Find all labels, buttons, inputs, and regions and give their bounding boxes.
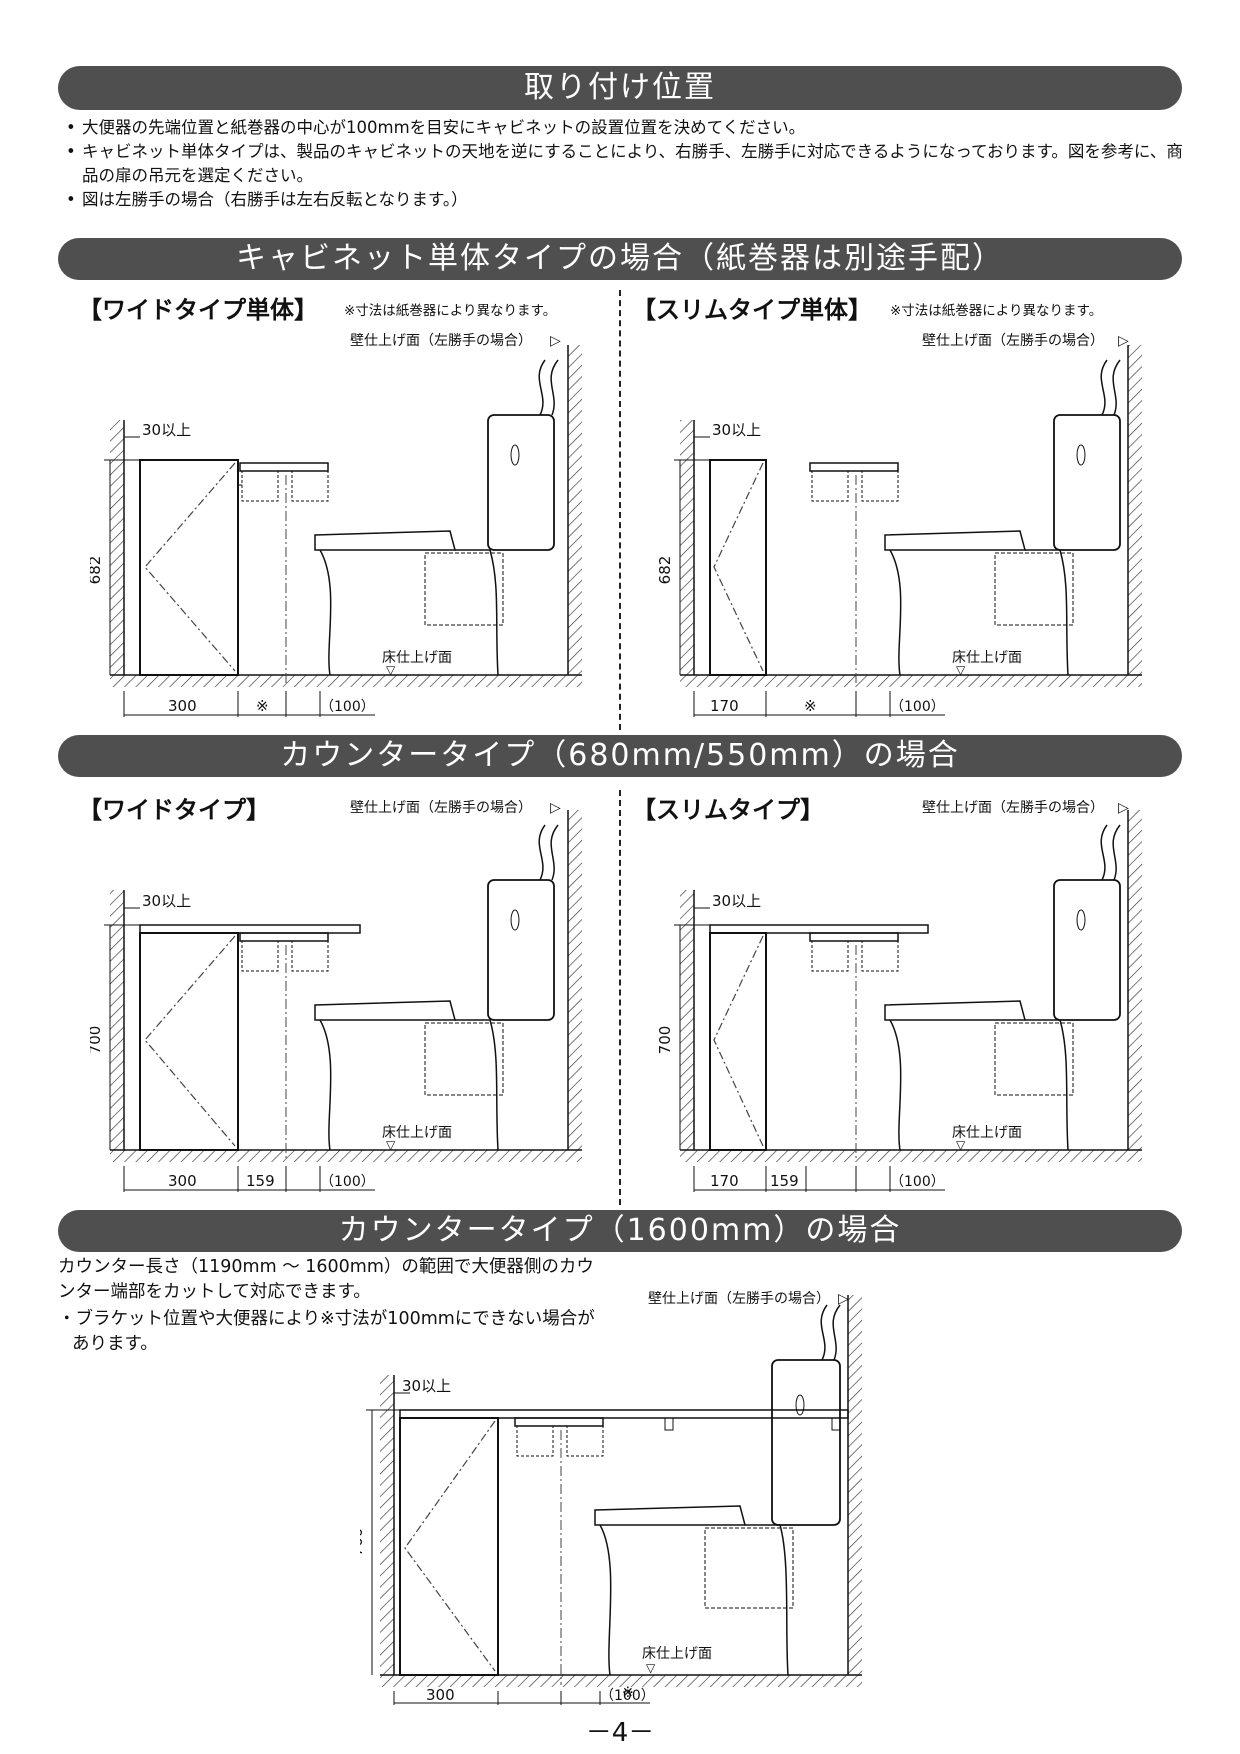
- svg-text:▷: ▷: [838, 1291, 849, 1307]
- svg-text:▽: ▽: [646, 1661, 656, 1675]
- wall-label: 壁仕上げ面（左勝手の場合）: [648, 1291, 830, 1307]
- width-159: 159: [770, 1172, 799, 1190]
- height-682: 682: [656, 556, 674, 585]
- svg-text:▷: ▷: [1118, 800, 1129, 816]
- clearance-text: 30以上: [712, 892, 761, 910]
- floor-hatch: [110, 675, 582, 687]
- diagram-slim-counter: 30以上 700 壁仕上げ面（左勝手の場合） ▷ 床仕上げ面 ▽ 170 159…: [656, 800, 1142, 1192]
- width-300: 300: [168, 1172, 197, 1190]
- page-title: 取り付け位置: [524, 70, 716, 105]
- dim-100: （100）: [890, 699, 945, 715]
- wall-label: 壁仕上げ面（左勝手の場合）: [922, 800, 1104, 816]
- section2-bar: カウンタータイプ（680mm/550mm）の場合: [58, 735, 1182, 777]
- wall-label: 壁仕上げ面（左勝手の場合）: [350, 333, 532, 349]
- diagram-wide-counter: 30以上 700 壁仕上げ面（左勝手の場合） ▷ 床仕上げ面 ▽ 300 159…: [90, 800, 582, 1192]
- height-682: 682: [90, 556, 104, 585]
- wide-single-note: ※寸法は紙巻器により異なります。: [344, 303, 557, 319]
- width-159: 159: [246, 1172, 275, 1190]
- dim-100: （100）: [890, 1174, 945, 1190]
- section3-desc: カウンター長さ（1190mm ～ 1600mm）の範囲で大便器側のカウンター端部…: [58, 1257, 594, 1302]
- svg-text:▽: ▽: [956, 663, 966, 677]
- intro-bullet-3: 図は左勝手の場合（右勝手は左右反転となります。）: [66, 188, 1186, 212]
- dim-100: （100）: [320, 699, 375, 715]
- section3-bar: カウンタータイプ（1600mm）の場合: [58, 1210, 1182, 1252]
- wall-label: 壁仕上げ面（左勝手の場合）: [350, 800, 532, 816]
- diagram-wide-single: 30以上 682 壁仕上げ面（左勝手の場合） ▷ 床仕上げ面 ▽ 300 ※ （…: [90, 333, 582, 717]
- slim-single-note: ※寸法は紙巻器により異なります。: [890, 303, 1103, 319]
- page-number: －4－: [585, 1718, 655, 1748]
- column-divider-2: [619, 790, 621, 1205]
- diagram-slim-single: 30以上 682 壁仕上げ面（左勝手の場合） ▷ 床仕上げ面 ▽ 170 ※ （…: [656, 333, 1142, 717]
- intro-bullet-2: キャビネット単体タイプは、製品のキャビネットの天地を逆にすることにより、右勝手、…: [66, 140, 1186, 188]
- clearance-text: 30以上: [142, 421, 191, 439]
- svg-text:▽: ▽: [386, 1138, 396, 1152]
- intro-bullets: 大便器の先端位置と紙巻器の中心が100mmを目安にキャビネットの設置位置を決めて…: [66, 116, 1186, 212]
- section1-title: キャビネット単体タイプの場合（紙巻器は別途手配）: [236, 241, 1004, 276]
- clearance-text: 30以上: [142, 892, 191, 910]
- wall-label: 壁仕上げ面（左勝手の場合）: [922, 333, 1104, 349]
- wide-single-label: 【ワイドタイプ単体】: [78, 296, 318, 324]
- svg-text:▽: ▽: [386, 663, 396, 677]
- clearance-text: 30以上: [712, 421, 761, 439]
- column-divider-1: [619, 290, 621, 730]
- section1-bar: キャビネット単体タイプの場合（紙巻器は別途手配）: [58, 238, 1182, 280]
- counter-top: [399, 1409, 849, 1419]
- floor-label: 床仕上げ面: [952, 1125, 1022, 1141]
- asterisk-1600: ※: [622, 1685, 634, 1701]
- asterisk: ※: [256, 697, 269, 715]
- clearance-text: 30以上: [402, 1377, 451, 1395]
- slim-single-label: 【スリムタイプ単体】: [632, 296, 872, 324]
- height-700: 700: [90, 1026, 104, 1055]
- section3-title: カウンタータイプ（1600mm）の場合: [338, 1213, 902, 1248]
- intro-bullet-1: 大便器の先端位置と紙巻器の中心が100mmを目安にキャビネットの設置位置を決めて…: [66, 116, 1186, 140]
- section2-title: カウンタータイプ（680mm/550mm）の場合: [280, 738, 960, 773]
- section3-text: カウンター長さ（1190mm ～ 1600mm）の範囲で大便器側のカウンター端部…: [58, 1255, 598, 1357]
- width-170: 170: [710, 1172, 739, 1190]
- floor-label: 床仕上げ面: [642, 1646, 712, 1662]
- cabinet: [139, 459, 239, 676]
- height-700: 700: [360, 1528, 366, 1557]
- floor-label: 床仕上げ面: [382, 1125, 452, 1141]
- toilet-tank: [487, 414, 555, 551]
- width-300: 300: [426, 1686, 455, 1704]
- asterisk: ※: [804, 697, 817, 715]
- svg-text:▷: ▷: [550, 333, 561, 349]
- height-700: 700: [656, 1026, 674, 1055]
- floor-label: 床仕上げ面: [382, 650, 452, 666]
- header-bar: 取り付け位置: [58, 66, 1182, 110]
- dim-100: （100）: [320, 1174, 375, 1190]
- floor-label: 床仕上げ面: [952, 650, 1022, 666]
- dim-100: （100）: [600, 1688, 655, 1704]
- right-wall-hatch: [568, 345, 582, 675]
- cabinet: [709, 459, 767, 676]
- toilet-seat: [314, 530, 456, 551]
- section3-bullet: ・ブラケット位置や大便器により※寸法が100mmにできない場合があります。: [58, 1309, 595, 1354]
- svg-text:▽: ▽: [956, 1138, 966, 1152]
- wide-counter-label: 【ワイドタイプ】: [78, 796, 270, 824]
- svg-text:▷: ▷: [550, 800, 561, 816]
- width-170: 170: [710, 697, 739, 715]
- svg-text:▷: ▷: [1118, 333, 1129, 349]
- diagram-1600-counter: 30以上 700 壁仕上げ面（左勝手の場合） ▷ 床仕上げ面 ▽ 300 （10…: [360, 1291, 862, 1705]
- counter-top: [139, 924, 361, 934]
- slim-counter-label: 【スリムタイプ】: [632, 796, 824, 824]
- left-wall-hatch: [110, 420, 124, 675]
- width-300: 300: [168, 697, 197, 715]
